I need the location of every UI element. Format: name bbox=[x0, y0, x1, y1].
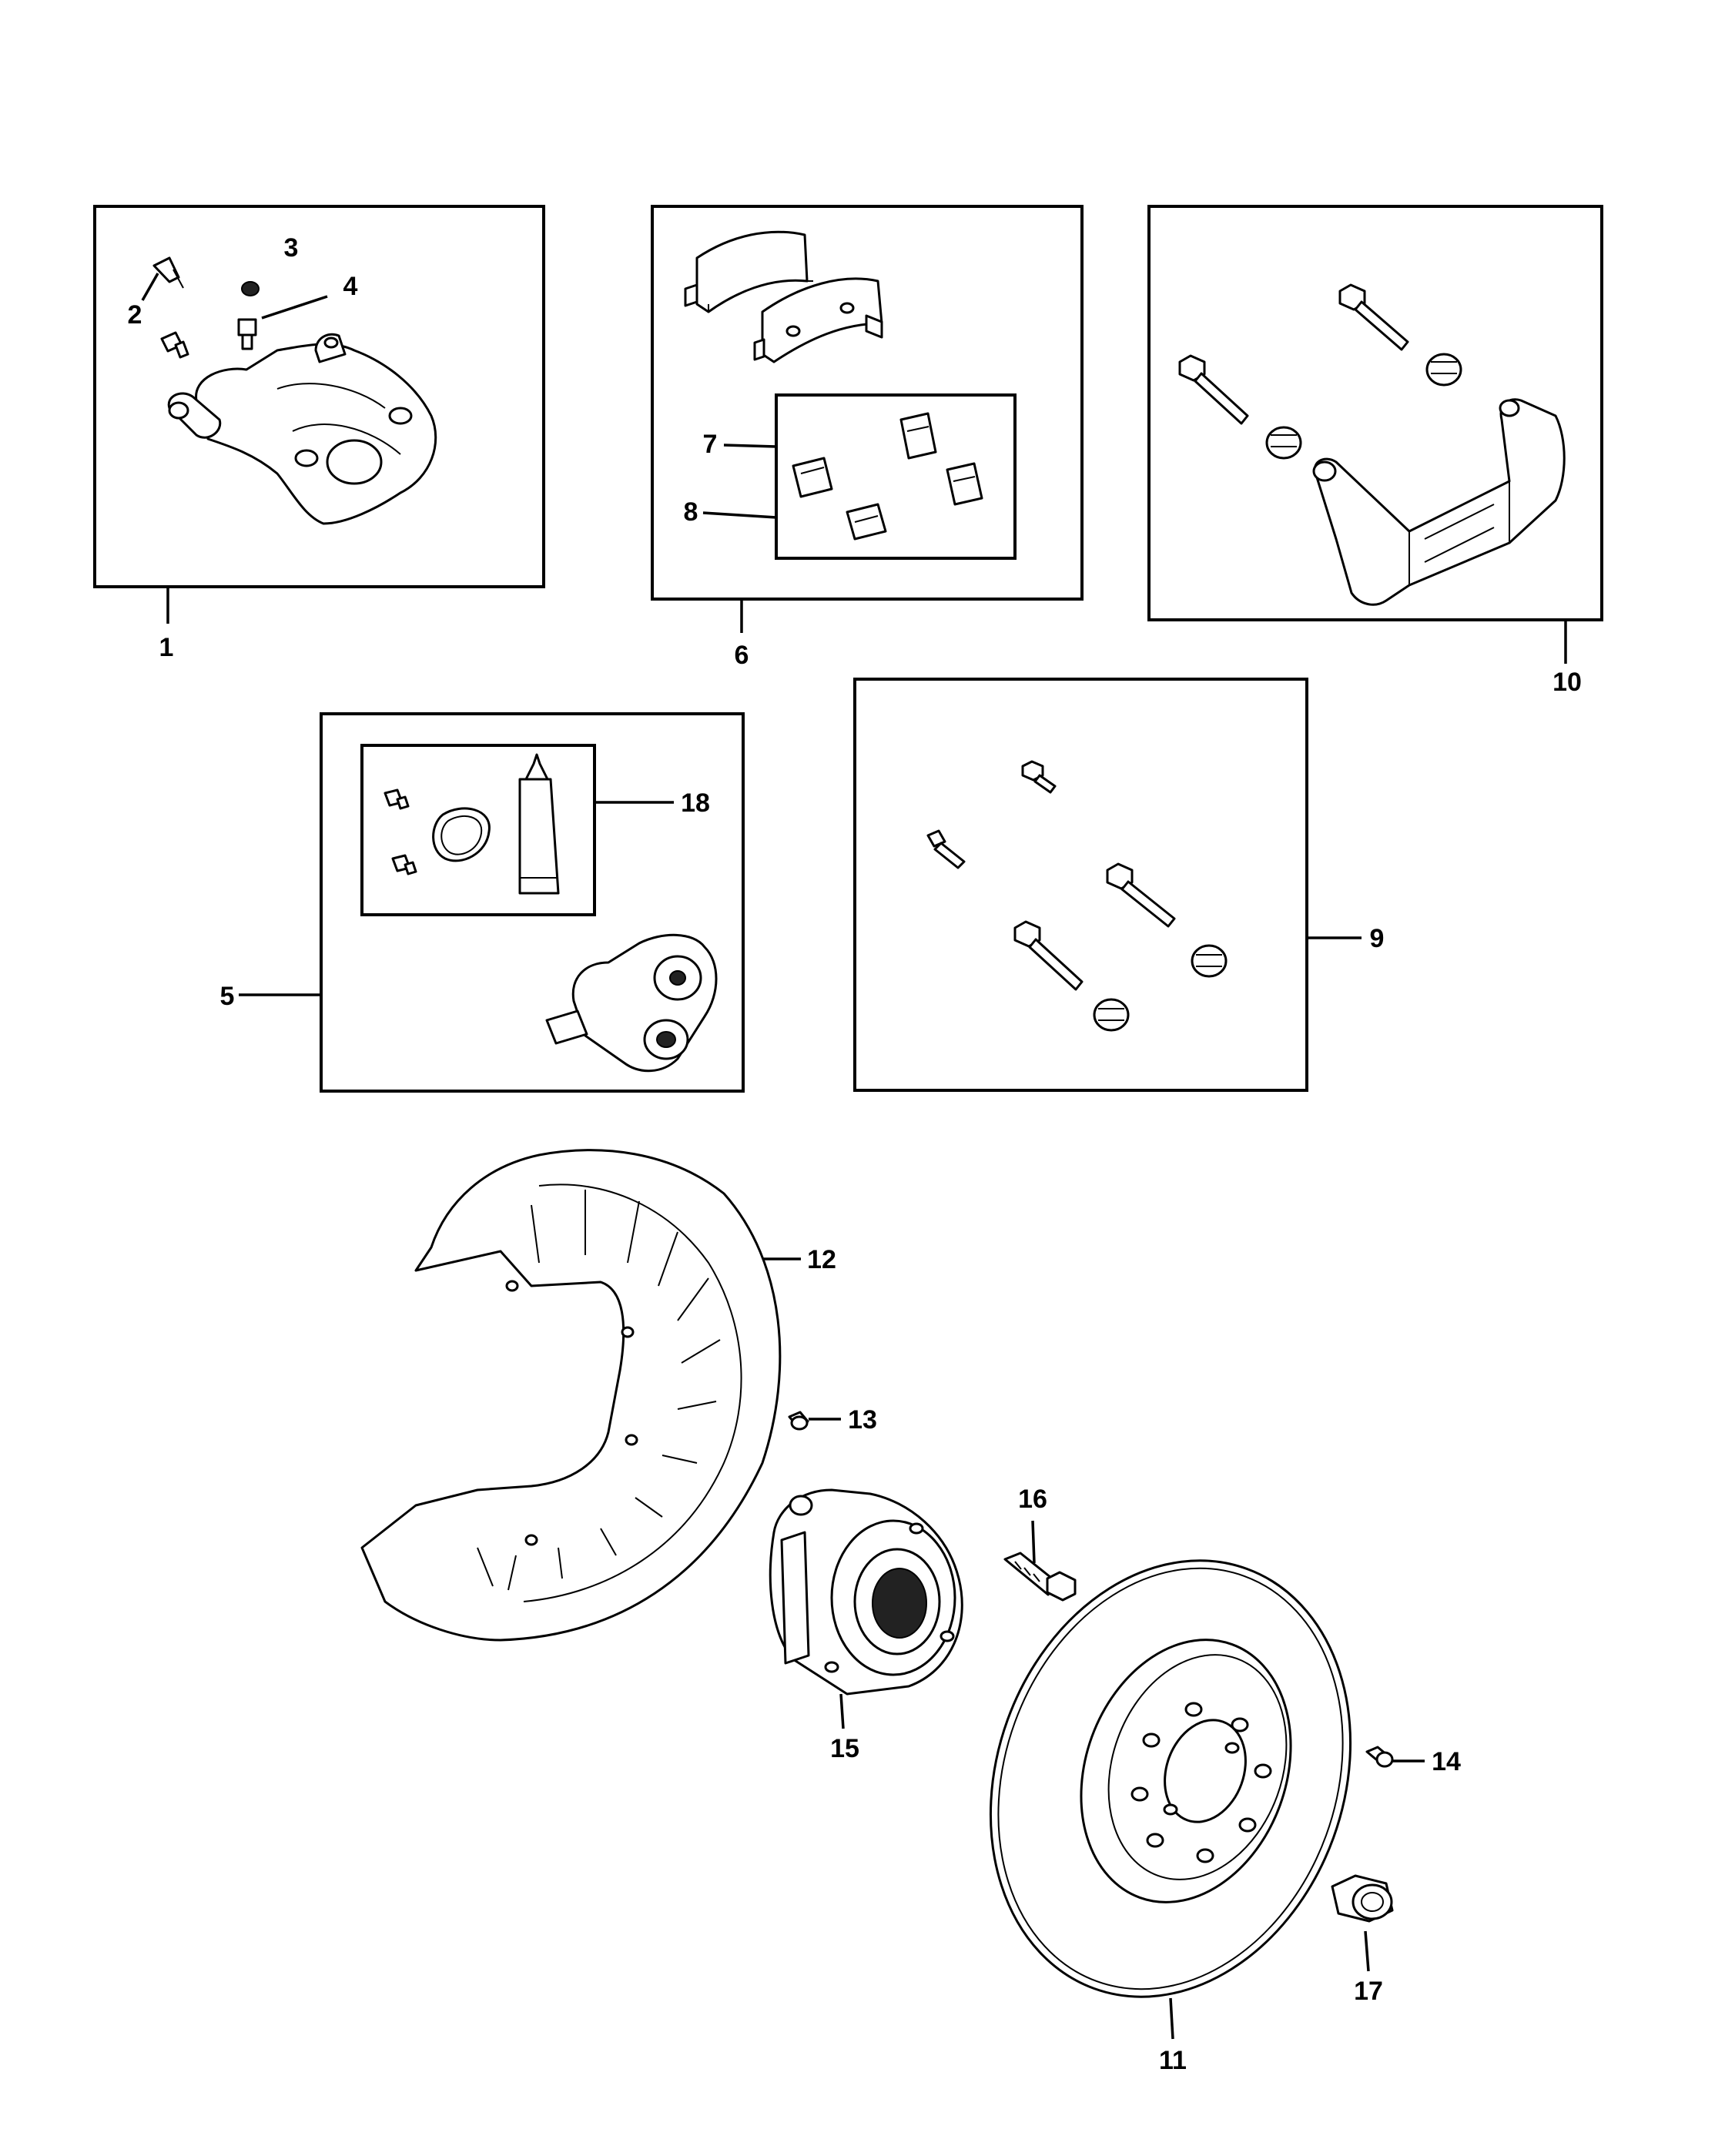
screw-part-1 bbox=[384, 788, 410, 810]
callout-15: 15 bbox=[830, 1734, 859, 1763]
callout-13: 13 bbox=[848, 1405, 877, 1435]
leader-17 bbox=[1364, 1930, 1370, 1972]
guide-pin-part-2 bbox=[1013, 920, 1084, 991]
callout-4: 4 bbox=[343, 272, 358, 301]
caliper-bracket-part bbox=[1312, 398, 1566, 606]
leader-8 bbox=[702, 511, 777, 519]
brake-rotor-part bbox=[989, 1559, 1352, 1998]
callout-7: 7 bbox=[703, 430, 718, 459]
box-motor-seal-kit bbox=[360, 744, 596, 916]
hub-bearing-part bbox=[769, 1488, 963, 1696]
group-caliper-bracket: 10 bbox=[1147, 205, 1603, 697]
callout-10: 10 bbox=[1552, 668, 1582, 697]
box-hardware-kit bbox=[853, 678, 1308, 1092]
leader-11 bbox=[1169, 1997, 1174, 2040]
grease-tube-part bbox=[518, 753, 560, 895]
leader-7 bbox=[723, 444, 777, 448]
bolt-part-small bbox=[160, 331, 189, 359]
box-pad-clips bbox=[775, 393, 1017, 560]
callout-6: 6 bbox=[735, 641, 749, 670]
group-parking-brake-motor: 5 18 bbox=[220, 712, 745, 1093]
bleeder-valve-part bbox=[237, 318, 257, 350]
pad-clip-part-4 bbox=[946, 462, 983, 506]
guide-pin-bolt-part-2 bbox=[1178, 354, 1249, 425]
leader-15 bbox=[839, 1693, 845, 1729]
box-caliper bbox=[93, 205, 545, 588]
boot-part-4 bbox=[1093, 998, 1130, 1032]
group-hardware-kit: 9 bbox=[853, 678, 1385, 1092]
guide-pin-part-1 bbox=[1106, 862, 1176, 928]
leader-16 bbox=[1031, 1520, 1036, 1564]
callout-11: 11 bbox=[1159, 2046, 1187, 2075]
pad-clip-part-1 bbox=[792, 457, 833, 498]
pad-clip-part-2 bbox=[846, 503, 887, 541]
brake-pad-part-1 bbox=[684, 230, 813, 313]
guide-pin-bolt-part-1 bbox=[1338, 283, 1409, 351]
callout-3: 3 bbox=[284, 233, 299, 263]
boot-part-1 bbox=[1425, 353, 1462, 387]
callout-18: 18 bbox=[681, 788, 710, 818]
caliper-body-part bbox=[167, 333, 437, 525]
callout-1: 1 bbox=[159, 633, 174, 662]
boot-part-3 bbox=[1191, 944, 1228, 978]
box-parking-brake-motor bbox=[320, 712, 745, 1093]
callout-2: 2 bbox=[128, 300, 142, 330]
o-ring-seal-part bbox=[432, 807, 491, 862]
callout-17: 17 bbox=[1354, 1977, 1383, 2006]
bleeder-part bbox=[926, 829, 966, 869]
dust-cap-part bbox=[241, 281, 260, 296]
box-brake-pads bbox=[651, 205, 1084, 601]
box-caliper-bracket bbox=[1147, 205, 1603, 621]
callout-9: 9 bbox=[1370, 924, 1385, 953]
screw-part-2 bbox=[391, 854, 417, 875]
hub-nut-part bbox=[1331, 1874, 1394, 1923]
callout-5: 5 bbox=[220, 982, 235, 1011]
rotor-screw-part bbox=[1365, 1746, 1394, 1768]
callout-14: 14 bbox=[1432, 1747, 1461, 1776]
brake-pad-part-2 bbox=[753, 277, 883, 363]
leader-2 bbox=[141, 273, 159, 301]
group-caliper: 1 2 3 4 bbox=[93, 205, 545, 662]
boot-part-2 bbox=[1265, 426, 1302, 460]
callout-16: 16 bbox=[1018, 1485, 1047, 1514]
bolt-part-short bbox=[1021, 760, 1057, 794]
callout-12: 12 bbox=[807, 1245, 836, 1274]
callout-8: 8 bbox=[684, 497, 698, 527]
bleeder-screw-part bbox=[152, 256, 184, 289]
pad-clip-part-3 bbox=[899, 412, 937, 460]
shield-bolt-part bbox=[788, 1411, 809, 1431]
group-brake-pads: 6 7 8 bbox=[651, 205, 1084, 670]
hub-bolt-part bbox=[1003, 1552, 1077, 1602]
dust-shield-part bbox=[360, 1149, 782, 1642]
leader-4 bbox=[261, 295, 328, 320]
parking-brake-motor-part bbox=[545, 933, 718, 1073]
